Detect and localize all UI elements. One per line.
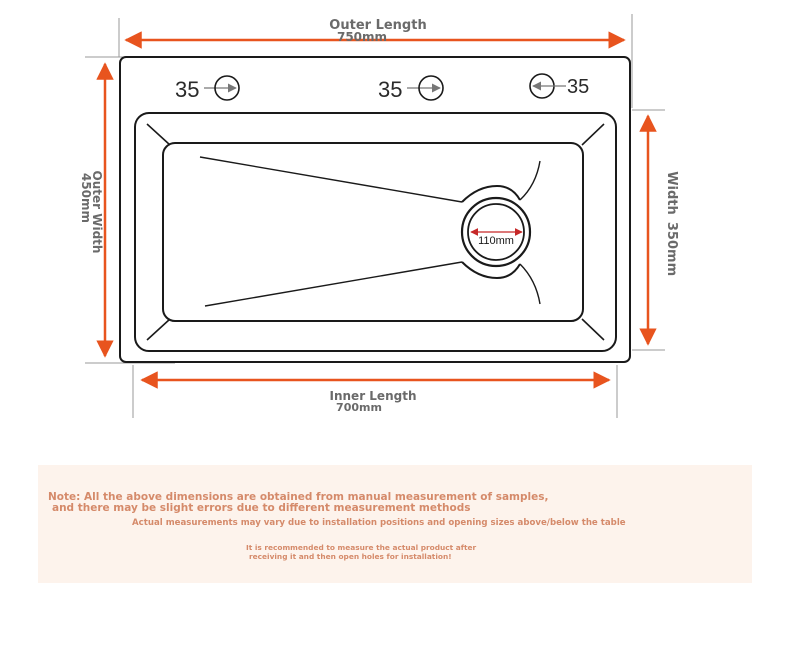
hole-1: 35 bbox=[175, 75, 240, 102]
note-line-5: receiving it and then open holes for ins… bbox=[249, 552, 452, 561]
sink-dimension-diagram: Outer Length 750mm Outer Width 450mm Wid… bbox=[79, 14, 679, 418]
inner-length-value: 700mm bbox=[336, 401, 382, 414]
outer-length-title: Outer Length bbox=[329, 18, 426, 33]
note-secondary: Actual measurements may vary due to inst… bbox=[132, 518, 626, 528]
note-line-1: Note: All the above dimensions are obtai… bbox=[48, 491, 549, 503]
note-recommendation: It is recommended to measure the actual … bbox=[246, 543, 476, 561]
note-line-3: Actual measurements may vary due to inst… bbox=[132, 518, 626, 528]
sink-basin-floor bbox=[162, 142, 584, 322]
extension-lines bbox=[85, 14, 665, 418]
measurement-note: Note: All the above dimensions are obtai… bbox=[38, 465, 752, 583]
outer-width-value: 450mm bbox=[79, 173, 93, 223]
sink-outline bbox=[119, 56, 631, 363]
outer-width-title: Outer Width bbox=[90, 171, 104, 254]
drain-diameter-label: 110mm bbox=[478, 235, 514, 247]
inner-width-label-value: 350mm bbox=[664, 222, 679, 276]
sink-outer-rim bbox=[119, 56, 631, 363]
inner-width-label-title: Width bbox=[664, 171, 679, 215]
drain-hole: 110mm bbox=[460, 196, 532, 268]
note-primary: Note: All the above dimensions are obtai… bbox=[48, 492, 548, 514]
note-line-2: and there may be slight errors due to di… bbox=[52, 502, 471, 514]
outer-length-value: 750mm bbox=[337, 30, 387, 44]
hole-1-circle bbox=[214, 75, 240, 101]
hole-2-label: 35 bbox=[378, 77, 402, 102]
hole-3-label: 35 bbox=[567, 76, 589, 98]
hole-2-circle bbox=[418, 75, 444, 101]
hole-2: 35 bbox=[378, 75, 444, 102]
hole-1-label: 35 bbox=[175, 77, 199, 102]
note-line-4: It is recommended to measure the actual … bbox=[246, 543, 477, 552]
hole-3: 35 bbox=[529, 73, 589, 99]
sink-inner-rim bbox=[134, 112, 617, 352]
inner-length-title: Inner Length bbox=[330, 389, 417, 403]
